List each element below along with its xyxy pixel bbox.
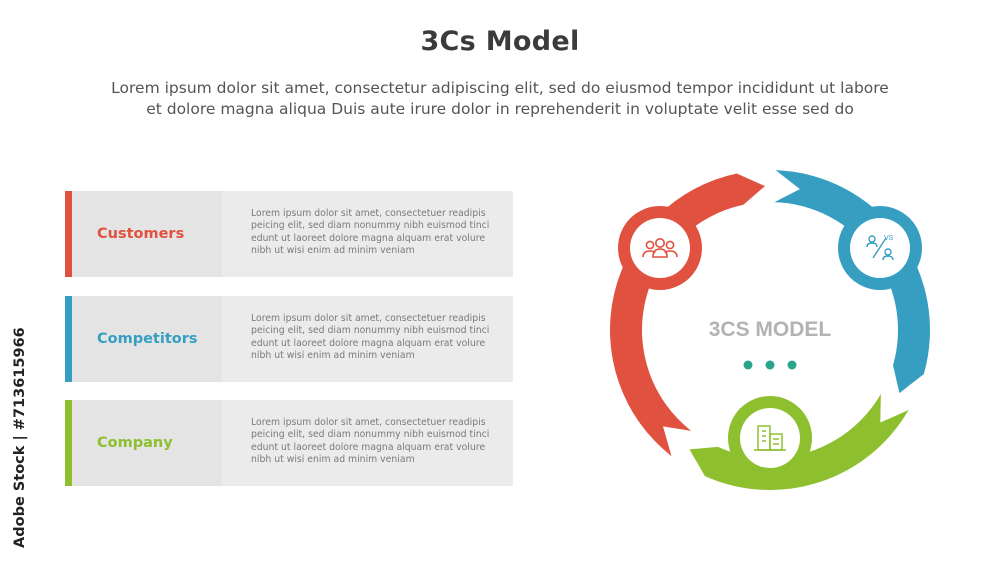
desc-line: peicing elit, sed diam nonummy nibh euis… <box>251 220 490 232</box>
row-description: Lorem ipsum dolor sit amet, consectetuer… <box>251 313 499 363</box>
subtitle-line-1: Lorem ipsum dolor sit amet, consectetur … <box>111 79 889 97</box>
center-label: 3CS MODEL <box>709 318 832 341</box>
row-competitors: Competitors Lorem ipsum dolor sit amet, … <box>65 296 513 382</box>
row-accent-bar <box>65 400 72 486</box>
center-dots <box>743 360 797 370</box>
row-description: Lorem ipsum dolor sit amet, consectetuer… <box>251 417 499 467</box>
stock-credit: Adobe Stock | #713615966 <box>12 327 28 548</box>
desc-line: nibh ut wisi enim ad minim veniam <box>251 245 415 257</box>
page-title: 3Cs Model <box>420 26 580 57</box>
node-inner-circle <box>630 218 690 278</box>
customers-node <box>618 206 702 290</box>
row-company: Company Lorem ipsum dolor sit amet, cons… <box>65 400 513 486</box>
center-dot <box>765 360 775 370</box>
row-label: Customers <box>72 191 222 277</box>
desc-line: Lorem ipsum dolor sit amet, consectetuer… <box>251 208 486 219</box>
company-node <box>728 396 812 480</box>
desc-line: Lorem ipsum dolor sit amet, consectetuer… <box>251 417 486 428</box>
svg-text:VS: VS <box>884 235 894 242</box>
row-customers: Customers Lorem ipsum dolor sit amet, co… <box>65 191 513 277</box>
center-dot <box>787 360 797 370</box>
desc-line: nibh ut wisi enim ad minim veniam <box>251 454 415 466</box>
cycle-diagram: 3CS MODEL <box>610 170 930 491</box>
people-group-icon <box>642 238 678 258</box>
buildings-icon <box>754 425 786 451</box>
row-accent-bar <box>65 296 72 382</box>
row-label: Competitors <box>72 296 222 382</box>
desc-line: edunt ut laoreet dolore magna alquam era… <box>251 337 486 349</box>
competitors-node: VS <box>838 206 922 290</box>
center-dot <box>743 360 753 370</box>
subtitle-line-2: et dolore magna aliqua Duis aute irure d… <box>146 100 854 118</box>
row-description: Lorem ipsum dolor sit amet, consectetuer… <box>251 208 499 258</box>
desc-line: nibh ut wisi enim ad minim veniam <box>251 350 415 362</box>
desc-line: peicing elit, sed diam nonummy nibh euis… <box>251 429 490 441</box>
desc-line: edunt ut laoreet dolore magna alquam era… <box>251 441 486 453</box>
desc-line: edunt ut laoreet dolore magna alquam era… <box>251 232 486 244</box>
competitors-arc <box>774 170 930 394</box>
desc-line: peicing elit, sed diam nonummy nibh euis… <box>251 325 490 337</box>
row-accent-bar <box>65 191 72 277</box>
desc-line: Lorem ipsum dolor sit amet, consectetuer… <box>251 313 486 324</box>
versus-icon: VS <box>866 235 894 261</box>
page-subtitle: Lorem ipsum dolor sit amet, consectetur … <box>40 78 960 120</box>
row-label: Company <box>72 400 222 486</box>
